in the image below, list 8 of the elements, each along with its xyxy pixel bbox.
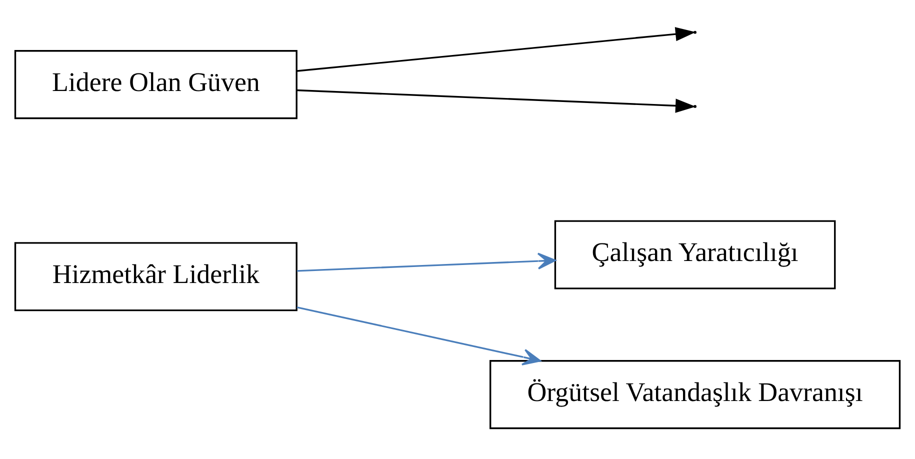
arrow <box>296 252 556 272</box>
arrow <box>296 26 696 72</box>
arrow <box>296 88 696 112</box>
arrow <box>296 306 541 365</box>
node-box: Lidere Olan Güven <box>14 50 298 119</box>
node-box: Çalışan Yaratıcılığı <box>554 220 836 289</box>
node-box: Örgütsel Vatandaşlık Davranışı <box>490 360 901 429</box>
node-box: Hizmetkâr Liderlik <box>14 242 298 311</box>
